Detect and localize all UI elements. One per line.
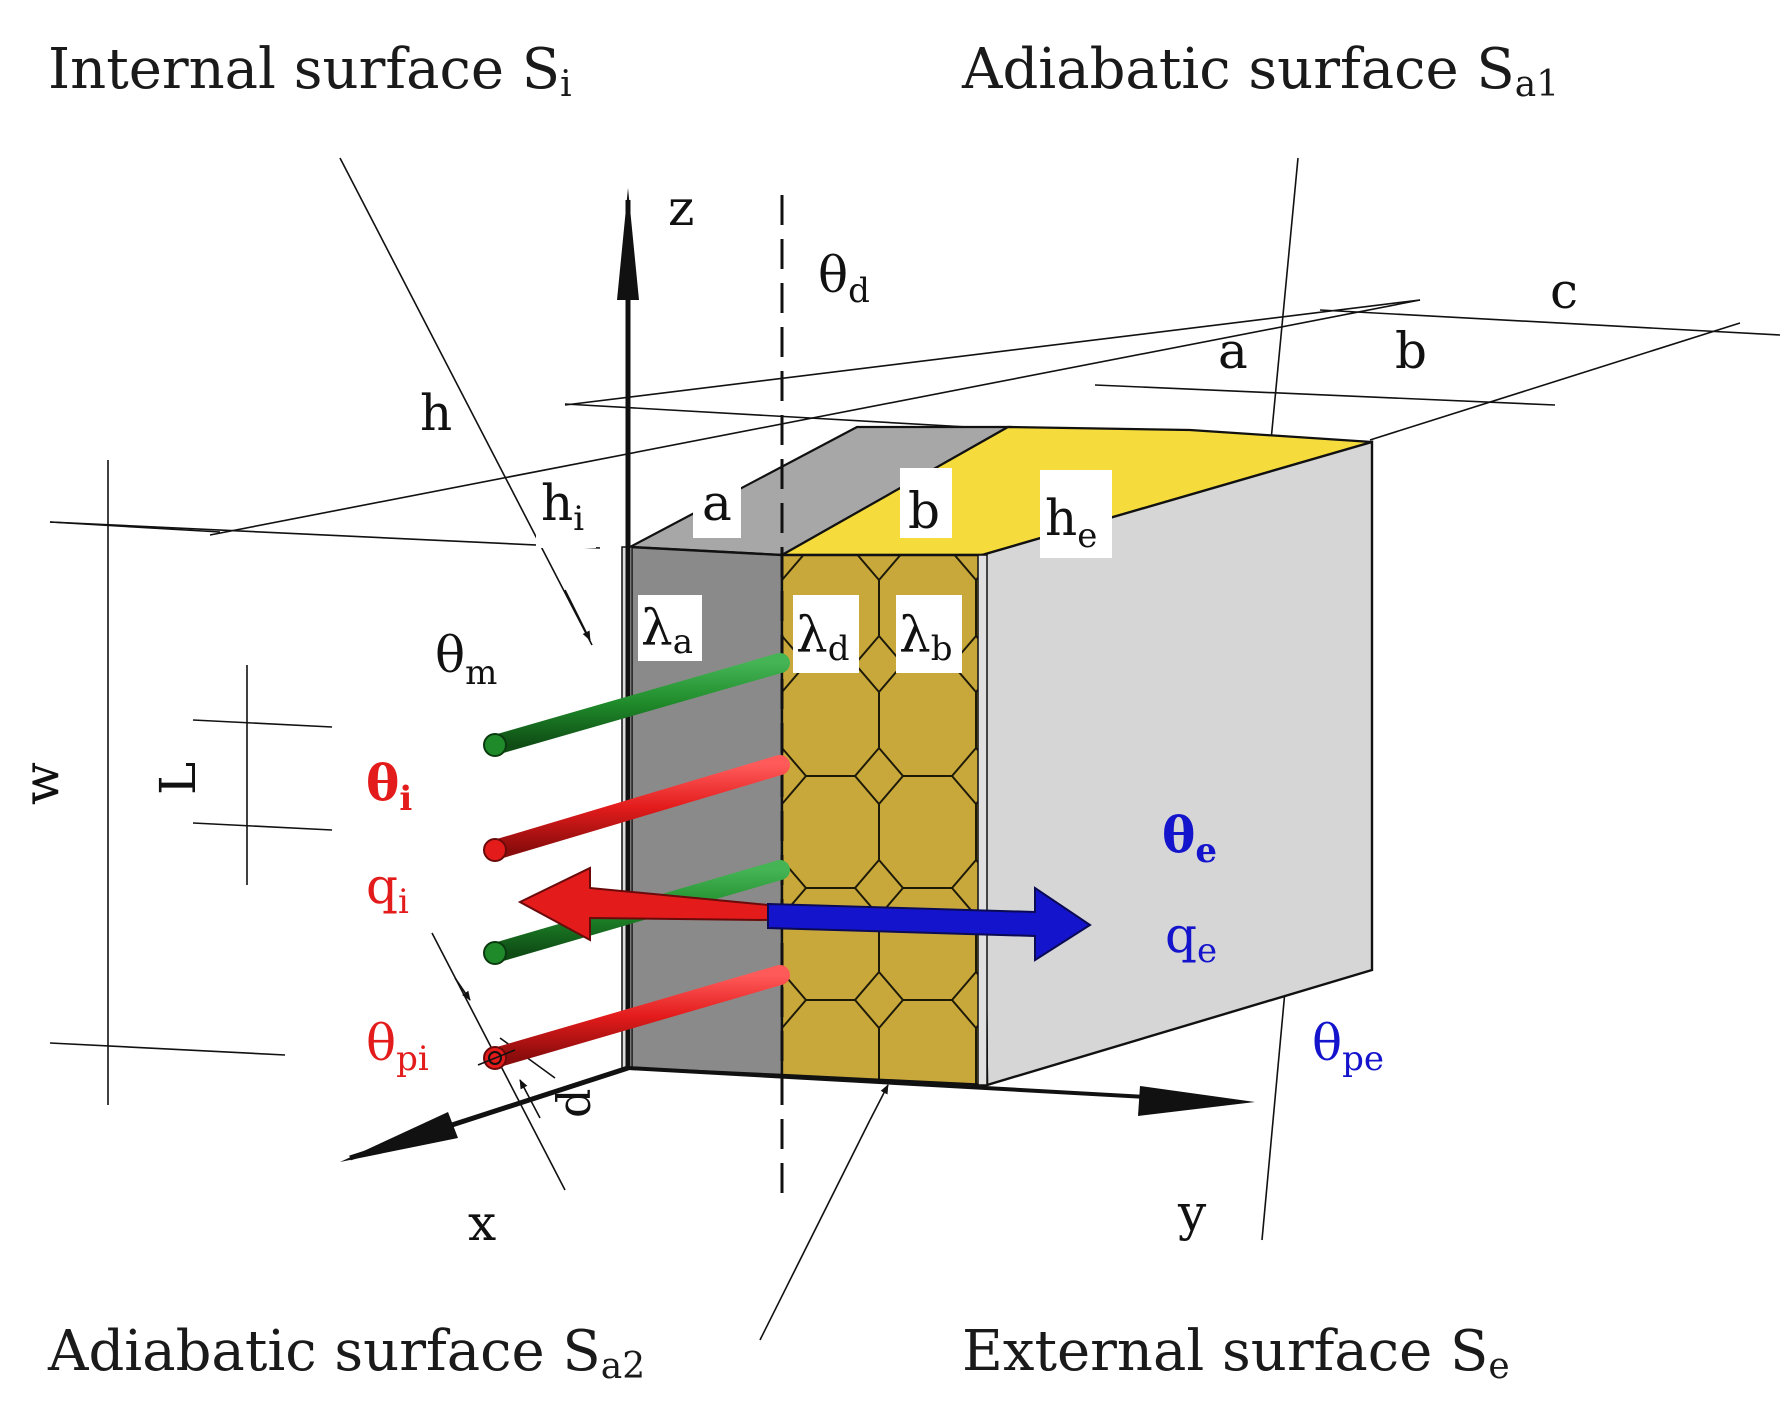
theta-pi-label: θpi: [366, 1014, 429, 1079]
dim-h-label: h: [420, 384, 452, 442]
theta-m-label: θm: [435, 626, 497, 693]
red-pipe-2: [485, 965, 790, 1068]
y-axis-arrowhead: [1138, 1086, 1255, 1116]
lambda-d-label: λd: [796, 606, 849, 669]
external-surface-title: External surface Se: [962, 1319, 1510, 1387]
theta-e-label: θe: [1162, 805, 1217, 871]
dim-w-label: w: [12, 762, 70, 805]
dim-b-top-label: b: [1395, 322, 1427, 380]
q-i-label: qi: [366, 857, 409, 922]
external-heat-flux-arrow: [767, 886, 1092, 962]
z-axis-label: z: [668, 179, 694, 237]
green-pipe-1: [485, 653, 790, 755]
theta-d-label: θd: [818, 246, 870, 311]
theta-i-label: θi: [366, 753, 412, 819]
axes: [340, 188, 1255, 1200]
red-pipe-1: [485, 755, 790, 860]
surface-temperature-marker: [477, 1049, 516, 1066]
dim-d-label: d: [547, 1089, 601, 1118]
label-boxes: [536, 468, 1112, 673]
dim-c-top-label: c: [1550, 262, 1578, 320]
adiabatic-surface-2-title: Adiabatic surface Sa2: [47, 1319, 645, 1387]
external-plaster-edge: [977, 554, 988, 1086]
lambda-b-label: λb: [899, 606, 952, 669]
adiabatic-surface-1-title: Adiabatic surface Sa1: [961, 37, 1559, 105]
q-e-label: qe: [1165, 906, 1217, 971]
y-axis-label: y: [1177, 1184, 1207, 1242]
dim-a-top-label: a: [1218, 322, 1248, 380]
internal-surface-title: Internal surface Si: [48, 37, 572, 105]
construction-lines: [49, 157, 1781, 1341]
dim-he-label: he: [1045, 489, 1097, 556]
x-axis-arrowhead: [340, 1112, 458, 1162]
z-axis-arrowhead: [617, 188, 639, 300]
dim-hi-label: hi: [541, 474, 584, 539]
dim-L-label: L: [149, 762, 207, 795]
heat-flux-arrows: [517, 866, 1092, 962]
dim-a-face-label: a: [702, 474, 732, 532]
x-axis-label: x: [468, 1194, 496, 1252]
lambda-a-label: λa: [641, 599, 693, 662]
dim-b-face-label: b: [908, 482, 940, 540]
theta-pe-label: θpe: [1312, 1014, 1384, 1079]
